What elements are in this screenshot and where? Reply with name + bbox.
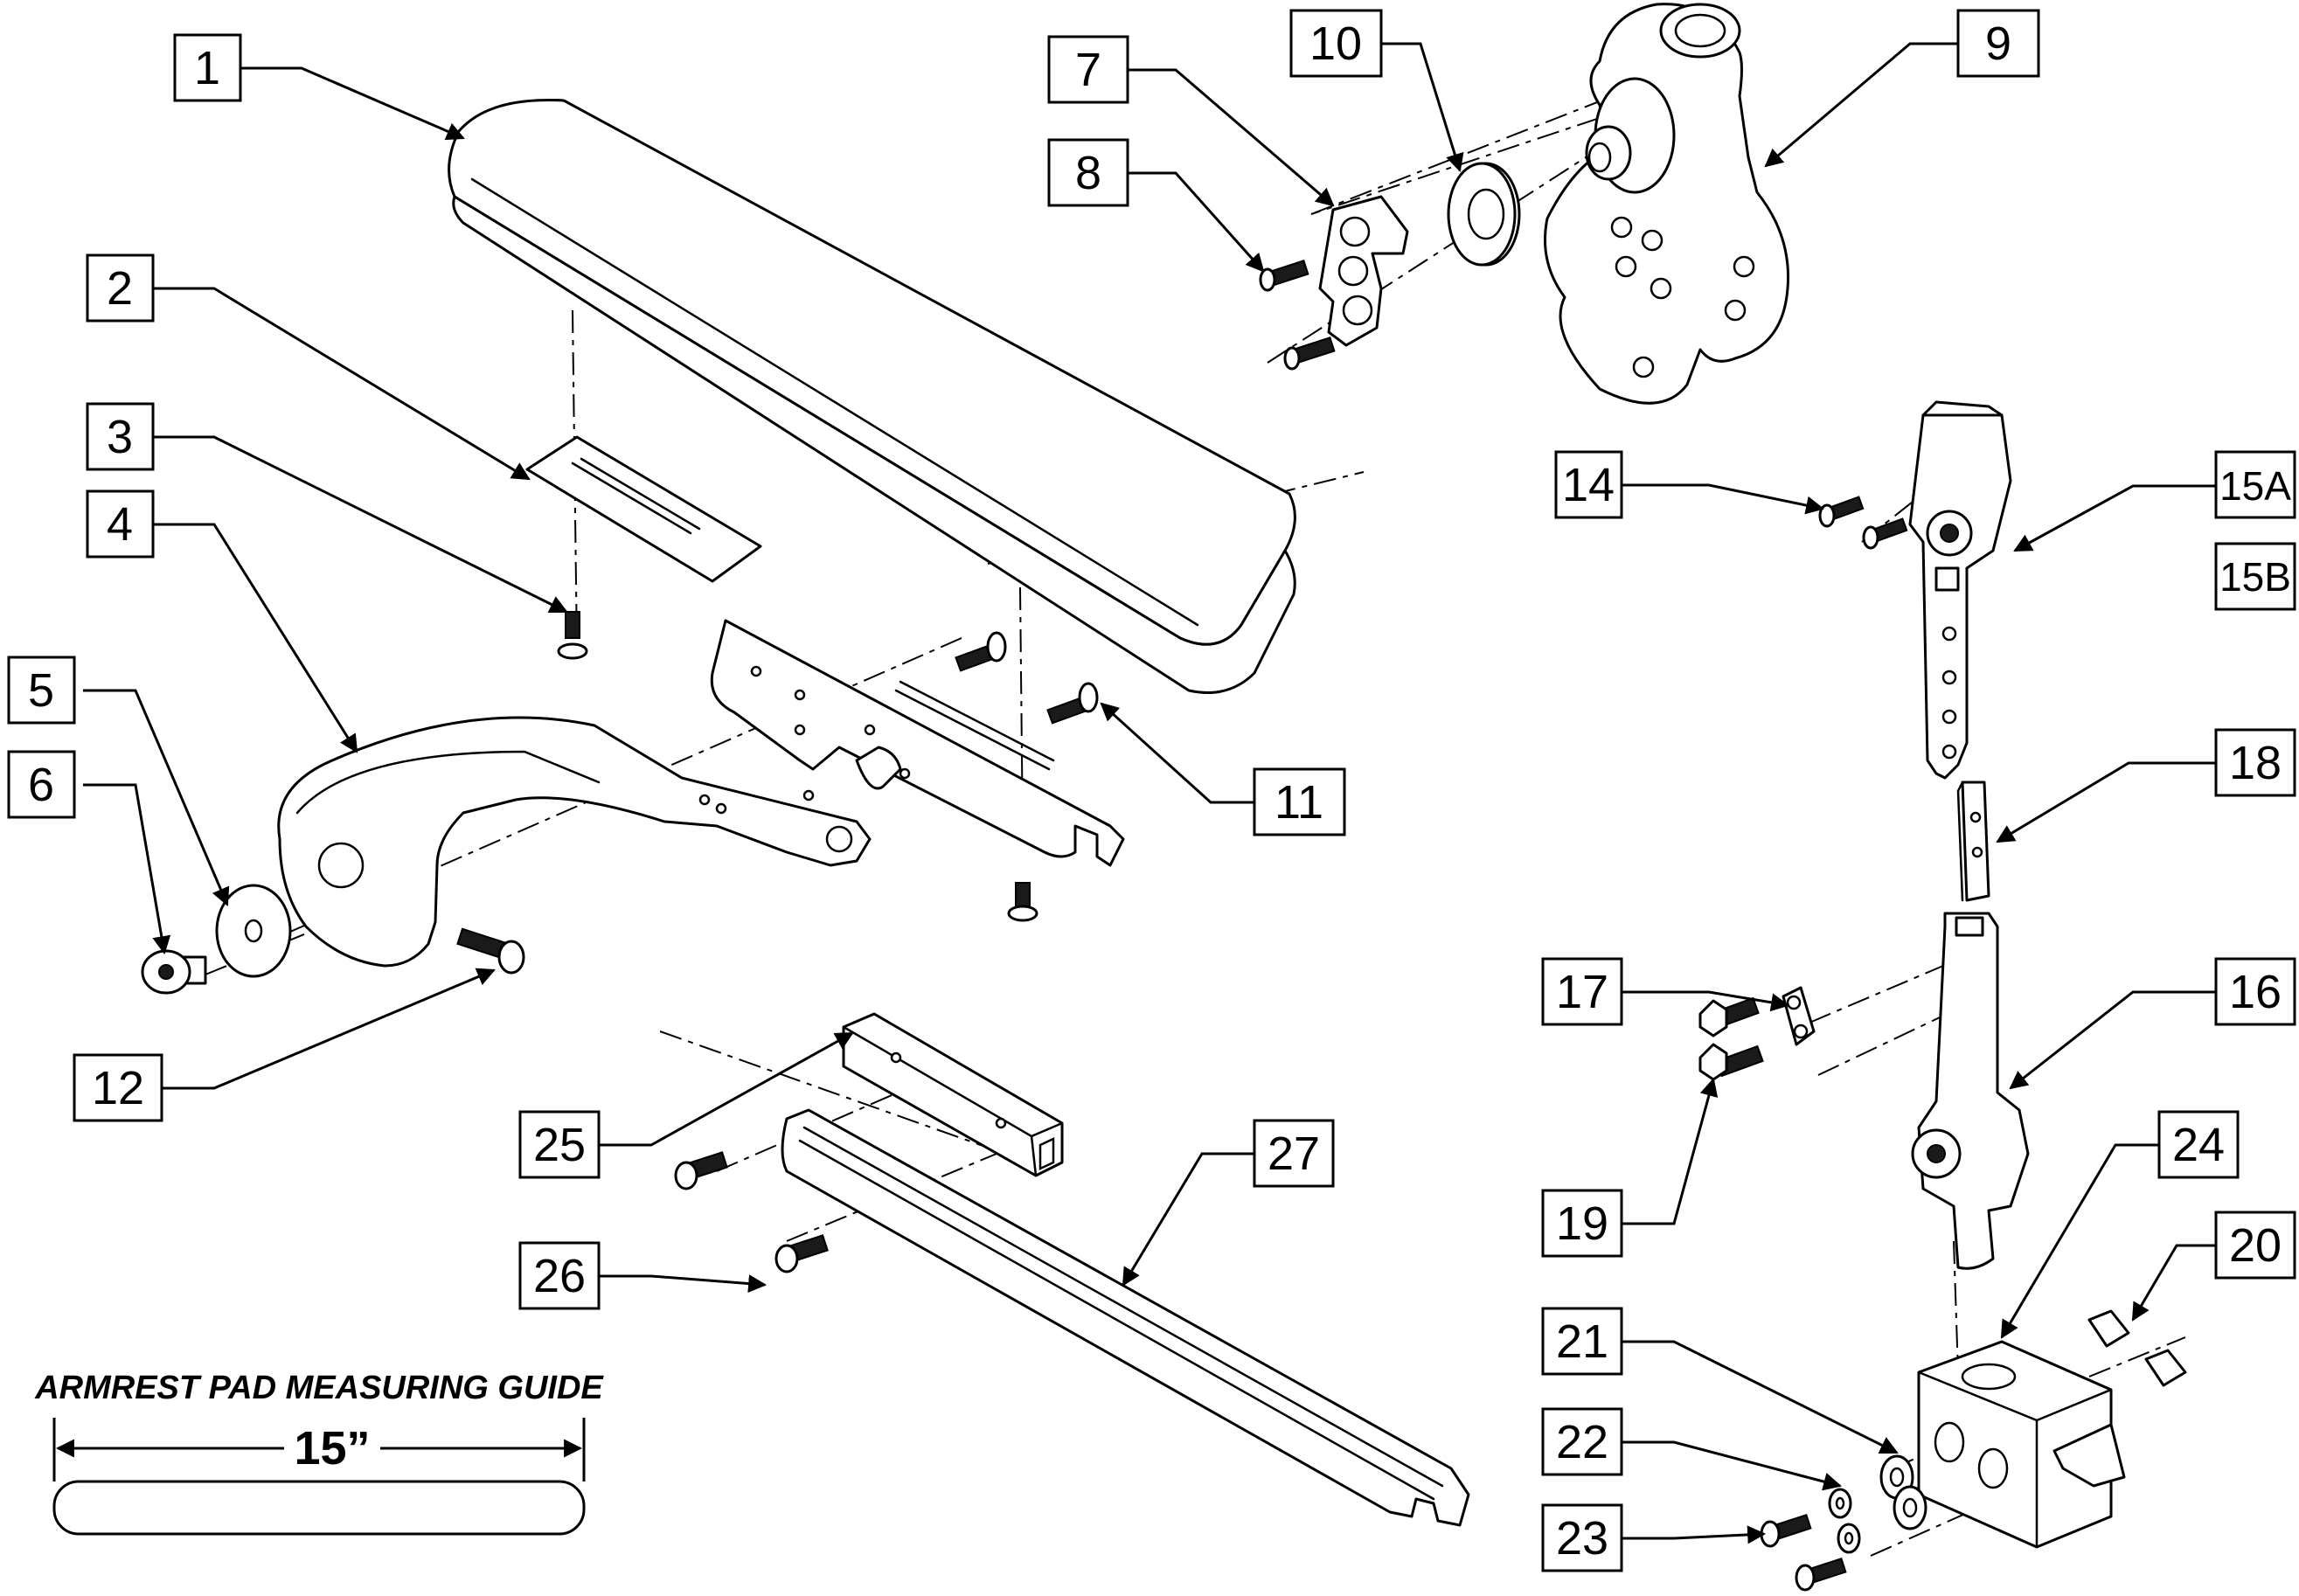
callout-23-label: 23: [1556, 1512, 1608, 1565]
callout-24-label: 24: [2172, 1119, 2225, 1171]
callout-24: 24: [2157, 1110, 2240, 1179]
screw-26: [774, 1234, 829, 1273]
callout-15a: 15A: [2214, 450, 2296, 519]
screw-lower-clamp: [1283, 337, 1336, 371]
callout-9-label: 9: [1985, 17, 2011, 70]
bolt-6: [141, 949, 207, 995]
callout-9: 9: [1956, 9, 2040, 78]
callout-6: 6: [7, 750, 76, 819]
callout-4: 4: [86, 489, 155, 559]
callout-22: 22: [1541, 1407, 1623, 1476]
callout-18-label: 18: [2229, 737, 2282, 789]
bushing-21-b: [1893, 1485, 1927, 1530]
callout-26-label: 26: [533, 1250, 586, 1302]
callout-27-label: 27: [1268, 1128, 1320, 1180]
callout-26: 26: [518, 1241, 601, 1310]
measuring-guide-dimension: 15”: [294, 1422, 370, 1475]
armrest-pad: [448, 98, 1296, 694]
screw-11: [1046, 682, 1099, 725]
screw-upper-bracket: [955, 631, 1007, 672]
clamp-block-7: [1318, 195, 1409, 347]
washer-22: [1828, 1488, 1852, 1519]
callout-1: 1: [173, 33, 242, 102]
callout-15b-label: 15B: [2219, 554, 2291, 600]
callout-8: 8: [1047, 138, 1129, 207]
callout-12-label: 12: [92, 1062, 144, 1114]
callout-22-label: 22: [1556, 1416, 1608, 1468]
measuring-guide-pad-outline: [52, 1480, 586, 1536]
arm-casting: [277, 716, 902, 968]
callout-10: 10: [1289, 9, 1383, 78]
screw-23-a: [1760, 1514, 1812, 1548]
callout-23: 23: [1541, 1503, 1623, 1572]
callout-4-label: 4: [107, 498, 133, 551]
callout-12: 12: [73, 1053, 163, 1122]
callout-25: 25: [518, 1110, 601, 1179]
callout-19-label: 19: [1556, 1197, 1608, 1250]
screw-8: [1259, 260, 1309, 292]
clip-20-b: [2144, 1349, 2187, 1387]
callout-16-label: 16: [2229, 966, 2282, 1018]
callout-11: 11: [1253, 767, 1346, 836]
callout-18: 18: [2214, 728, 2296, 797]
channel-27: [781, 1108, 1470, 1527]
screw-25: [674, 1151, 728, 1190]
callout-21-label: 21: [1556, 1315, 1608, 1368]
washer-22-b: [1837, 1523, 1861, 1554]
callout-10-label: 10: [1309, 17, 1362, 70]
callout-21: 21: [1541, 1307, 1623, 1376]
callout-16: 16: [2214, 957, 2296, 1026]
callout-6-label: 6: [28, 759, 54, 811]
screw-3: [557, 611, 588, 660]
callout-3: 3: [86, 402, 155, 471]
measuring-guide-title: ARMREST PAD MEASURING GUIDE: [34, 1370, 604, 1406]
screw-lower-bracket: [1007, 882, 1038, 922]
bolt-19-b: [1698, 1043, 1764, 1081]
callout-20: 20: [2214, 1211, 2296, 1280]
callout-14: 14: [1554, 450, 1623, 519]
callout-7: 7: [1047, 35, 1129, 104]
callout-19: 19: [1541, 1189, 1623, 1258]
callout-11-label: 11: [1275, 776, 1323, 829]
post-16: [1911, 912, 2030, 1270]
callout-15a-label: 15A: [2219, 463, 2291, 509]
callout-17: 17: [1541, 957, 1623, 1026]
callout-25-label: 25: [533, 1119, 586, 1171]
callout-20-label: 20: [2229, 1219, 2282, 1272]
callout-5-label: 5: [28, 664, 54, 717]
post-15: [1908, 400, 2012, 780]
screw-23-b: [1795, 1558, 1847, 1592]
block-24: [1917, 1340, 2126, 1549]
callout-17-label: 17: [1556, 966, 1608, 1018]
bolt-19-a: [1698, 996, 1760, 1037]
washer-17: [1782, 986, 1816, 1046]
measuring-guide: ARMREST PAD MEASURING GUIDE 15”: [34, 1370, 604, 1536]
clip-20-a: [2087, 1309, 2130, 1348]
leader-lines: [83, 42, 2216, 1544]
screw-14-b: [1862, 517, 1908, 550]
callout-2-label: 2: [107, 262, 133, 315]
callout-8-label: 8: [1075, 147, 1101, 199]
receiver-mount-9: [1544, 3, 1790, 405]
callout-7-label: 7: [1075, 44, 1101, 96]
callout-1-label: 1: [194, 42, 220, 94]
slider-18: [1956, 781, 1990, 902]
tube-25: [842, 1012, 1064, 1177]
callout-3-label: 3: [107, 411, 133, 463]
callout-2: 2: [86, 253, 155, 323]
callout-27: 27: [1253, 1119, 1335, 1188]
callout-15b: 15B: [2214, 542, 2296, 611]
screw-14-a: [1818, 496, 1865, 528]
bushing-10: [1447, 162, 1521, 267]
washer-5: [215, 884, 292, 978]
callout-14-label: 14: [1562, 459, 1615, 511]
screw-12: [456, 927, 525, 975]
bracket-plate: [525, 435, 1125, 867]
callout-5: 5: [7, 656, 76, 725]
